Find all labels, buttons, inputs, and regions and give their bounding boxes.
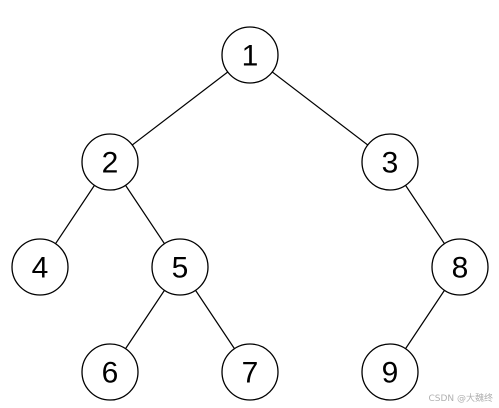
tree-node-circle: [81, 133, 139, 191]
tree-node-7: 7: [221, 343, 279, 401]
tree-node-circle: [431, 238, 489, 296]
tree-node-label: 9: [382, 357, 399, 390]
tree-nodes: 1 2 3 4 5 8 6 7 9: [11, 26, 489, 401]
tree-node-5: 5: [151, 238, 209, 296]
csdn-watermark: CSDN @大魏终: [428, 394, 493, 404]
tree-node-9: 9: [361, 343, 419, 401]
tree-node-8: 8: [431, 238, 489, 296]
tree-node-label: 7: [242, 357, 259, 390]
tree-node-label: 1: [242, 40, 259, 73]
tree-edges: [39, 54, 461, 373]
tree-edge-1-3: [249, 54, 391, 163]
tree-node-6: 6: [81, 343, 139, 401]
tree-edge-1-2: [109, 54, 251, 163]
tree-node-label: 2: [102, 147, 119, 180]
tree-node-circle: [361, 343, 419, 401]
tree-node-circle: [221, 26, 279, 84]
tree-node-4: 4: [11, 238, 69, 296]
tree-node-3: 3: [361, 133, 419, 191]
tree-node-label: 4: [32, 252, 49, 285]
tree-node-label: 6: [102, 357, 119, 390]
tree-node-circle: [151, 238, 209, 296]
tree-node-circle: [11, 238, 69, 296]
tree-node-circle: [81, 343, 139, 401]
tree-node-label: 3: [382, 147, 399, 180]
tree-node-circle: [361, 133, 419, 191]
tree-node-2: 2: [81, 133, 139, 191]
tree-node-label: 8: [452, 252, 469, 285]
tree-node-circle: [221, 343, 279, 401]
tree-node-label: 5: [172, 252, 189, 285]
tree-node-1: 1: [221, 26, 279, 84]
